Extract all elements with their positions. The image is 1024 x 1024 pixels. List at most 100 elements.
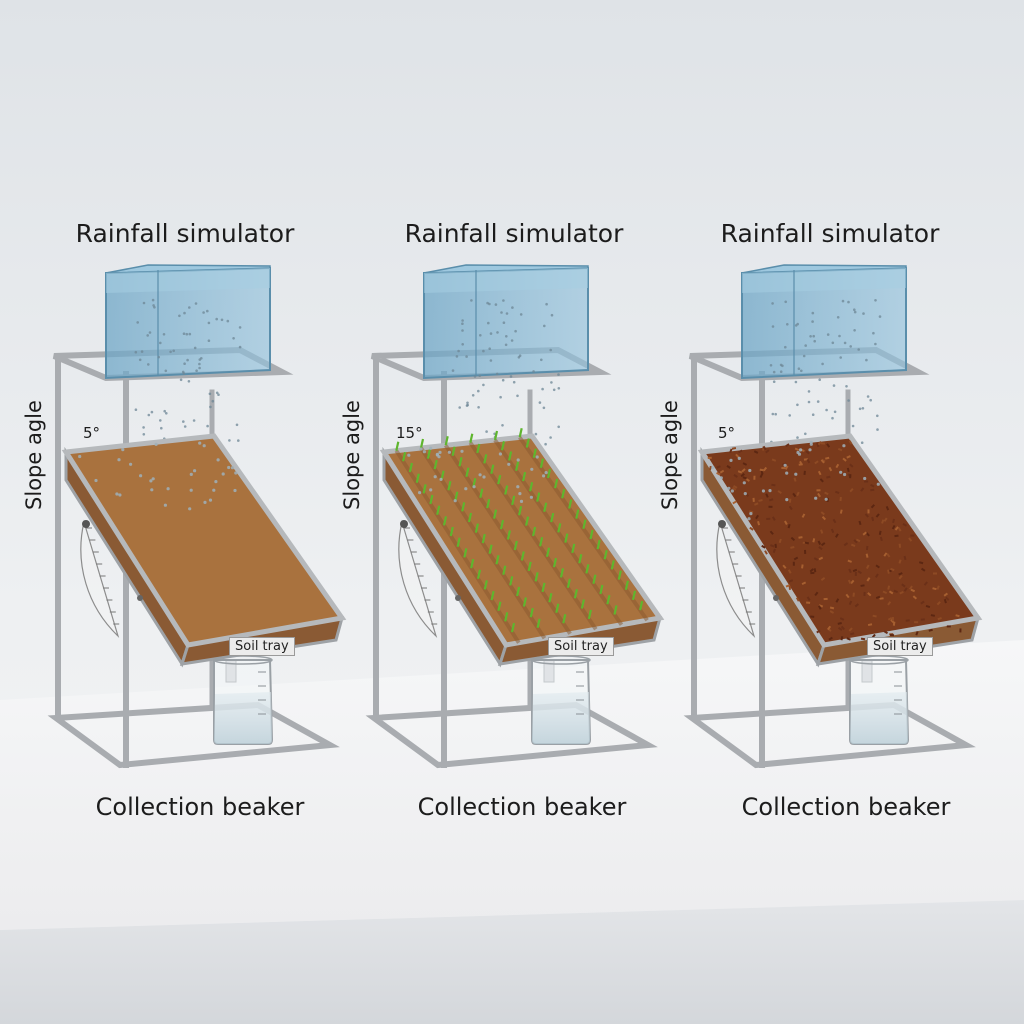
rain-drop — [187, 380, 191, 383]
splash-drop — [221, 472, 225, 476]
rain-drop — [821, 362, 824, 366]
splash-drop — [727, 486, 731, 490]
mulch-chip — [816, 489, 821, 492]
mulch-chip — [830, 528, 835, 534]
grass-blade — [552, 557, 558, 568]
rain-drop — [557, 425, 560, 429]
mulch-chip — [930, 614, 936, 617]
rain-drop — [152, 304, 155, 307]
splash-drop — [453, 499, 457, 503]
mulch-chip — [855, 538, 861, 543]
mulch-chip — [820, 542, 826, 547]
rain-drop — [800, 369, 803, 373]
rain-drop — [200, 357, 203, 360]
grass-blade — [631, 590, 637, 601]
grass-blade — [463, 548, 468, 558]
grass-blade — [500, 441, 506, 451]
grass-blade — [606, 594, 611, 605]
rain-drop — [163, 409, 166, 413]
rain-drop — [164, 369, 168, 373]
splash-drop — [464, 487, 468, 491]
rain-drop — [811, 320, 814, 323]
mulch-chip — [827, 625, 832, 631]
mulch-chip — [936, 601, 941, 606]
rain-drop — [796, 322, 799, 326]
mulch-chip — [829, 610, 835, 614]
mulch-chip — [742, 476, 747, 480]
splash-drop — [542, 474, 546, 478]
splash-drop — [188, 507, 192, 511]
grass-blade — [490, 464, 495, 475]
grass-blade — [493, 430, 499, 441]
mulch-chip — [778, 538, 782, 544]
mulch-chip — [903, 587, 908, 592]
mulch-chip — [864, 513, 869, 518]
grass-blade — [515, 461, 520, 472]
rain-drop — [237, 439, 240, 442]
rain-drop — [849, 345, 852, 348]
grass-blade — [617, 570, 622, 580]
setup-2-title: Rainfall simulator — [404, 219, 624, 248]
grass-blade — [566, 578, 571, 589]
rain-drop — [501, 424, 504, 427]
mulch-chip — [875, 564, 880, 569]
splash-drop — [842, 444, 846, 448]
base-frame — [365, 701, 658, 769]
splash-drop — [429, 488, 433, 492]
rain-drop — [461, 319, 464, 322]
grass-blade — [529, 482, 534, 492]
mulch-chip — [903, 555, 907, 561]
rain-drop — [550, 313, 554, 317]
rain-drop — [489, 332, 493, 335]
tank-rim — [106, 268, 270, 293]
rain-drop — [505, 312, 509, 315]
splash-drop — [163, 503, 167, 507]
mulch-chip — [945, 596, 950, 601]
mulch-chip — [788, 585, 791, 590]
splash-drop — [742, 481, 746, 485]
mulch-chip — [842, 457, 847, 462]
mulch-chip — [768, 505, 773, 508]
splash-drop — [407, 453, 411, 457]
grass-blade — [483, 454, 488, 464]
grass-blade — [481, 533, 486, 544]
mulch-chip — [865, 532, 870, 537]
mulch-chip — [959, 628, 962, 633]
splash-drop — [749, 511, 753, 516]
mulch-chip — [879, 536, 883, 542]
splash-drop — [719, 476, 723, 480]
splash-drop — [189, 488, 193, 492]
grass-blade — [527, 561, 532, 572]
mulch-chip — [765, 449, 770, 454]
beaker-water — [214, 692, 272, 744]
rain-drop — [209, 405, 212, 409]
mulch-chip — [848, 627, 853, 632]
grass-blade — [550, 512, 555, 523]
splash-drop — [139, 474, 143, 478]
mulch-chip — [826, 475, 831, 479]
mulch-chip — [792, 492, 797, 498]
rain-drop — [816, 400, 820, 403]
mulch-chip — [891, 524, 896, 530]
mulch-chip — [943, 592, 949, 597]
splash-drop — [748, 468, 752, 473]
grass-blade — [554, 478, 559, 489]
rain-drop — [134, 408, 138, 412]
mulch-chip — [888, 590, 894, 595]
rain-drop — [148, 331, 152, 334]
mulch-chip — [754, 502, 759, 506]
rain-drop — [226, 319, 230, 323]
mulch-chip — [863, 591, 866, 596]
splash-drop — [768, 489, 772, 493]
rain-drop — [794, 380, 798, 384]
rain-drop — [878, 315, 882, 318]
mulch-chip — [805, 450, 810, 455]
beaker-rim — [531, 655, 591, 665]
mulch-chip — [795, 597, 800, 602]
mulch-chip — [784, 465, 789, 470]
grass-blade — [486, 498, 491, 509]
rain-drop — [488, 302, 491, 306]
rain-drop — [847, 399, 850, 402]
rain-drop — [853, 310, 857, 314]
rain-drop — [774, 412, 777, 416]
